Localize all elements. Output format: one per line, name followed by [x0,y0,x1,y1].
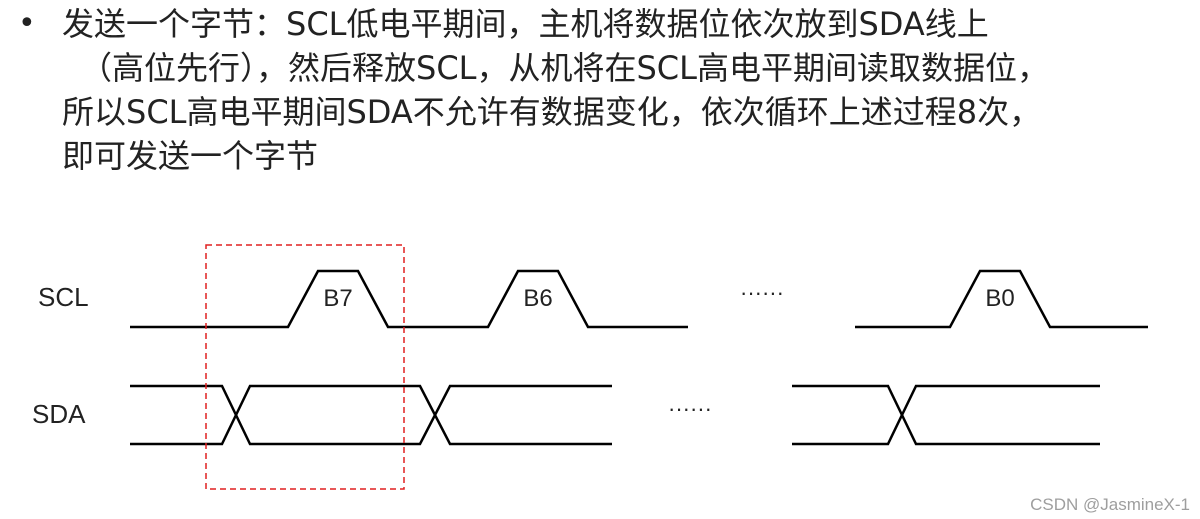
bit-label-b6: B6 [523,285,552,312]
bit-label-b7: B7 [323,285,352,312]
bit-label-b0: B0 [985,285,1014,312]
sda-ellipsis: ······ [668,396,712,421]
scl-wave-b6 [440,269,688,329]
description-line-1: 发送一个字节：SCL低电平期间，主机将数据位依次放到SDA线上 [62,5,989,43]
scl-label: SCL [38,282,89,312]
sda-wave-group-1 [130,384,612,446]
description-paragraph: • 发送一个字节：SCL低电平期间，主机将数据位依次放到SDA线上 （高位先行）… [18,2,1193,178]
description-line-2: （高位先行），然后释放SCL，从机将在SCL高电平期间读取数据位， [80,49,1049,87]
description-line-4: 即可发送一个字节 [62,137,319,175]
scl-ellipsis: ······ [740,280,784,305]
scl-wave-b0 [855,269,1148,329]
watermark: CSDN @JasmineX-1 [1030,495,1190,514]
bit-period-highlight-frame [205,244,405,490]
sda-label: SDA [32,399,86,429]
sda-wave-group-2 [792,384,1100,446]
bullet-point: • [18,6,36,41]
description-line-3: 所以SCL高电平期间SDA不允许有数据变化，依次循环上述过程8次， [62,93,1042,131]
scl-wave-b7 [130,269,440,329]
